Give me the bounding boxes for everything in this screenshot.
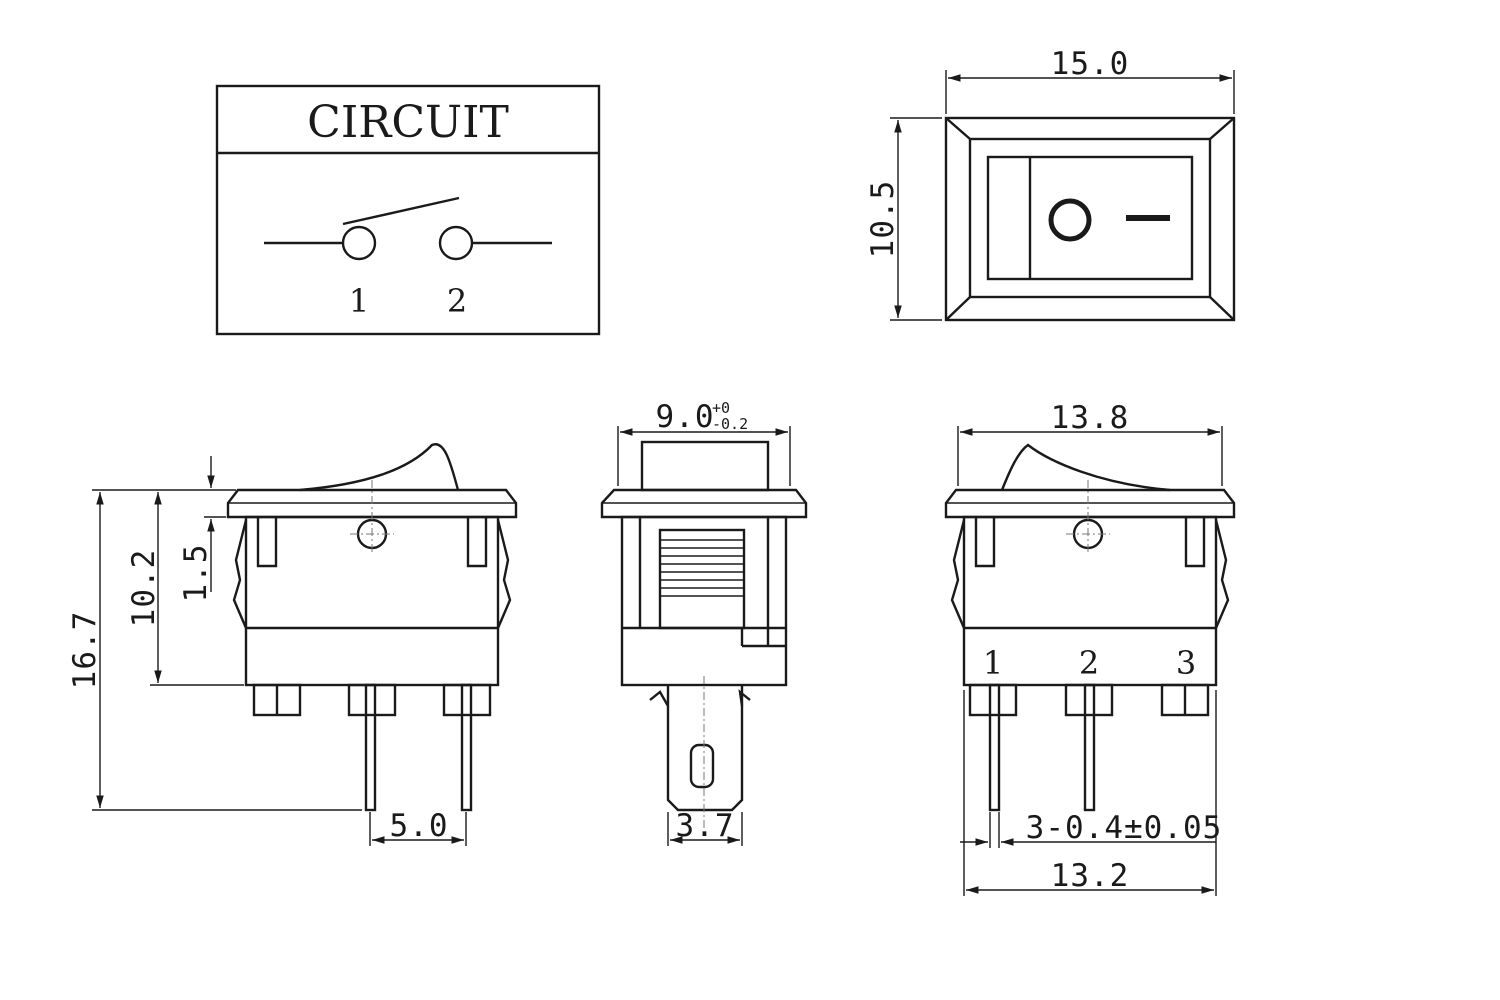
terminal-2-icon <box>438 225 474 261</box>
right-pin-label-3: 3 <box>1176 644 1196 682</box>
end-width-tol-lower: -0.2 <box>712 415 748 433</box>
circuit-pin-label-1: 1 <box>349 282 369 320</box>
circuit-title: CIRCUIT <box>307 97 509 148</box>
left-side-view: 16.7 10.2 1.5 5.0 <box>67 443 518 846</box>
front-outer-frame <box>944 116 1236 322</box>
left-pin-1 <box>364 683 377 812</box>
front-view: 15.0 10.5 <box>865 46 1236 322</box>
flange-dim: 1.5 <box>178 544 214 603</box>
left-rocker <box>299 443 460 492</box>
front-height-dim: 10.5 <box>865 180 901 259</box>
end-terminal <box>666 685 744 812</box>
pin-pitch-dim: 5.0 <box>390 808 449 844</box>
right-side-view: 1 2 3 13.8 3-0.4±0.05 13.2 <box>944 400 1236 896</box>
end-width-tol-upper: +0 <box>712 399 730 417</box>
switch-lever-icon <box>342 196 460 226</box>
circuit-diagram: CIRCUIT 1 2 <box>215 84 601 336</box>
end-width-dim: 9.0 <box>656 399 715 435</box>
end-pin-width-dim: 3.7 <box>676 808 735 844</box>
right-pin-label-2: 2 <box>1079 644 1099 682</box>
left-body <box>244 515 500 687</box>
right-rocker <box>1000 443 1171 492</box>
left-pin-2 <box>460 683 473 812</box>
end-body <box>620 515 788 687</box>
terminal-1-icon <box>341 225 377 261</box>
end-rocker <box>640 440 770 492</box>
rocker-face <box>986 155 1194 281</box>
end-ribs <box>660 539 744 597</box>
front-width-dim: 15.0 <box>1051 46 1130 82</box>
right-top-width-dim: 13.8 <box>1051 400 1130 436</box>
pin-spec-dim: 3-0.4±0.05 <box>1026 810 1223 846</box>
circuit-frame <box>215 84 601 336</box>
right-bottom-width-dim: 13.2 <box>1051 858 1130 894</box>
right-pin-1 <box>988 683 1001 812</box>
off-circle-icon <box>1048 198 1092 242</box>
right-pin-2 <box>1083 683 1096 812</box>
right-pin-label-1: 1 <box>983 644 1003 682</box>
end-view: 9.0 +0 -0.2 3.7 <box>600 399 808 846</box>
front-inner-frame <box>968 137 1212 299</box>
total-height-dim: 16.7 <box>67 611 103 690</box>
body-height-dim: 10.2 <box>126 549 162 628</box>
circuit-pin-label-2: 2 <box>447 282 467 320</box>
